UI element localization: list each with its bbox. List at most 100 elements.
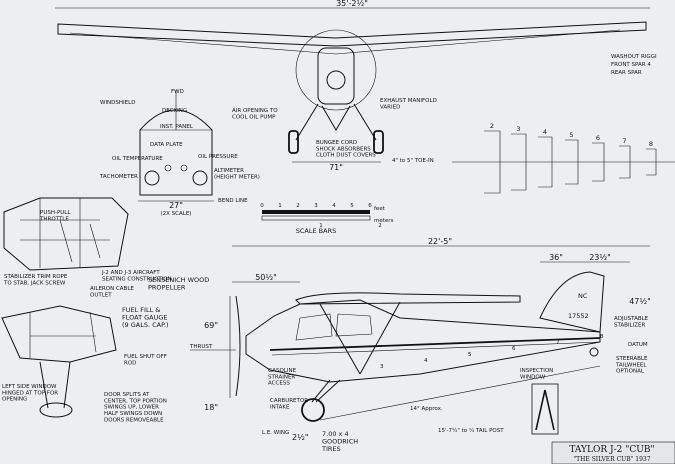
panel-scale-label: (2X SCALE) — [161, 211, 192, 217]
fwd-label: FWD — [171, 89, 184, 95]
wheel-right-front — [373, 130, 384, 154]
drawing-subtitle: "THE SILVER CUB" 1937 — [573, 456, 650, 463]
cross-section — [484, 130, 501, 194]
toe-in-label: 4" to 5" TOE-IN — [392, 158, 434, 164]
registration-number: 17552 — [568, 312, 589, 320]
tachometer-label: TACHOMETER — [99, 174, 138, 180]
station-number: 5 — [468, 352, 472, 358]
tail-post-dimension: 15'-7¼" to ¼ TAIL POST — [438, 428, 504, 434]
washout-label: WASHOUT RIGGI — [611, 54, 657, 60]
bend-line-label: BEND LINE — [218, 198, 248, 204]
data-plate-label: DATA PLATE — [150, 142, 183, 148]
nose-frame — [29, 311, 97, 358]
drawing-title: TAYLOR J-2 "CUB" — [569, 445, 654, 455]
oil-press-dial — [180, 164, 188, 172]
wheelbase-dimension: 18" — [204, 403, 218, 412]
nose-dimension: 50½" — [255, 273, 277, 282]
wheel-left-front — [288, 130, 299, 154]
windshield-label: WINDSHIELD — [100, 100, 135, 106]
feet-bar — [262, 210, 370, 214]
meter-bar — [261, 215, 371, 221]
station-number: 3 — [380, 364, 384, 370]
station-number: 7 — [556, 340, 560, 346]
rear-spar-label: REAR SPAR — [611, 70, 642, 76]
title-block: TAYLOR J-2 "CUB" "THE SILVER CUB" 1937 — [531, 383, 675, 464]
wheel-dim: 2½" — [292, 433, 309, 442]
fuel-fill-label: FUEL FILL &FLOAT GAUGE(9 GALS. CAP.) — [122, 306, 169, 329]
feet-tick-label: 3 — [314, 203, 318, 209]
scale-bars-label: SCALE BARS — [296, 227, 336, 235]
nose-wheel — [39, 402, 73, 418]
feet-tick-label: 1 — [278, 203, 282, 209]
vertical-fin — [539, 271, 605, 333]
oil-temp-dial — [164, 164, 172, 172]
altimeter-label: ALTIMETER(HEIGHT METER) — [214, 168, 260, 180]
cross-section — [619, 145, 631, 179]
altimeter-dial — [192, 170, 208, 186]
wing-front — [57, 21, 647, 47]
cabin-windows — [295, 313, 373, 341]
feet-tick-label: 4 — [332, 203, 336, 209]
cross-section — [565, 139, 579, 185]
front-spar-label: FRONT SPAR 4 — [611, 62, 651, 68]
meter-tick-label: 1 — [319, 223, 323, 229]
meter-unit: meters — [374, 218, 394, 224]
cross-section — [538, 136, 553, 188]
section-number: 2 — [490, 122, 494, 130]
wing-struts-front — [69, 29, 621, 55]
tail-height-dim: 47½" — [629, 297, 651, 306]
main-wheel-hub — [310, 407, 316, 413]
tail-dim-b: 23½" — [589, 253, 611, 262]
oil-temp-label: OIL TEMPERATURE — [112, 156, 163, 162]
decking-label: DECKING — [162, 108, 187, 114]
ground-line — [319, 365, 601, 421]
historical-aviation-album-logo — [531, 383, 559, 435]
fuselage-stripe-1 — [269, 337, 601, 351]
struts-gear-side — [311, 301, 401, 403]
le-wing-label: L.E. WING — [262, 430, 289, 436]
cross-section — [592, 142, 605, 182]
gear-track-dimension: 71" — [329, 163, 343, 172]
station-number: 8 — [600, 334, 604, 340]
wing-side — [295, 292, 521, 305]
inst-panel-label: INST. PANEL — [160, 124, 194, 130]
registration-prefix: NC — [578, 292, 588, 300]
cabin-tubes — [20, 198, 110, 268]
nose-detail: FUEL FILL &FLOAT GAUGE(9 GALS. CAP.) FUE… — [1, 305, 169, 423]
panel-outline — [139, 109, 213, 196]
cross-section — [511, 133, 527, 191]
oil-press-label: OIL PRESSURE — [198, 154, 238, 160]
nose-outline — [1, 305, 117, 363]
section-number: 3 — [516, 125, 520, 133]
front-view: 35'-2½" 71" 4" to 5" TOE-IN WASHOUT RIGG… — [55, 0, 657, 172]
feet-tick-label: 2 — [296, 203, 300, 209]
station-number: 6 — [512, 346, 516, 352]
feet-unit: feet — [374, 206, 386, 212]
instrument-panel-view: FWD WINDSHIELD DECKING INST. PANEL DATA … — [99, 89, 260, 217]
nose-gear — [39, 361, 71, 409]
feet-tick-label: 6 — [368, 203, 372, 209]
height-dimension: 69" — [204, 321, 218, 330]
station-number: 4 — [424, 358, 428, 364]
tachometer-dial — [144, 170, 160, 186]
feet-tick-label: 5 — [350, 203, 354, 209]
section-number: 4 — [543, 128, 547, 136]
